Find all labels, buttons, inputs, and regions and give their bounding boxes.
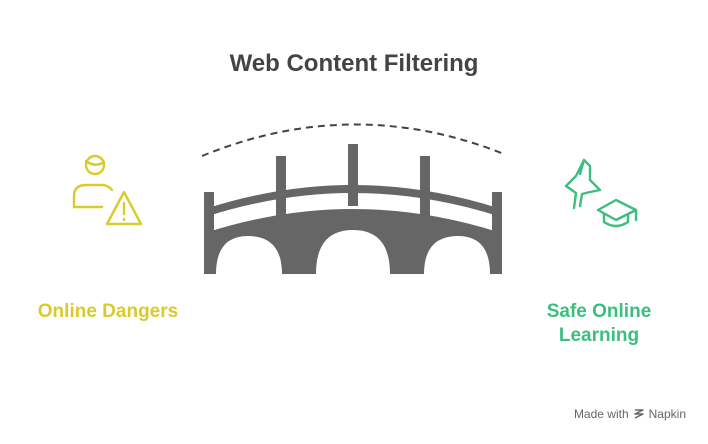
online-dangers-label: Online Dangers [37,301,179,322]
dog-graduation-cap-icon [564,158,638,228]
safe-label-line2: Learning [558,325,640,346]
napkin-watermark[interactable]: Made with Napkin [574,407,686,421]
diagram-title: Web Content Filtering [229,50,479,77]
napkin-logo-icon [633,409,644,419]
napkin-brand-text: Napkin [648,407,686,421]
dashed-arc [201,123,505,157]
person-warning-icon [72,154,143,226]
made-with-text: Made with [573,407,629,421]
bridge-icon [201,123,505,274]
safe-online-learning-label: Safe Online Learning [520,300,678,348]
safe-label-line1: Safe Online [546,301,652,322]
